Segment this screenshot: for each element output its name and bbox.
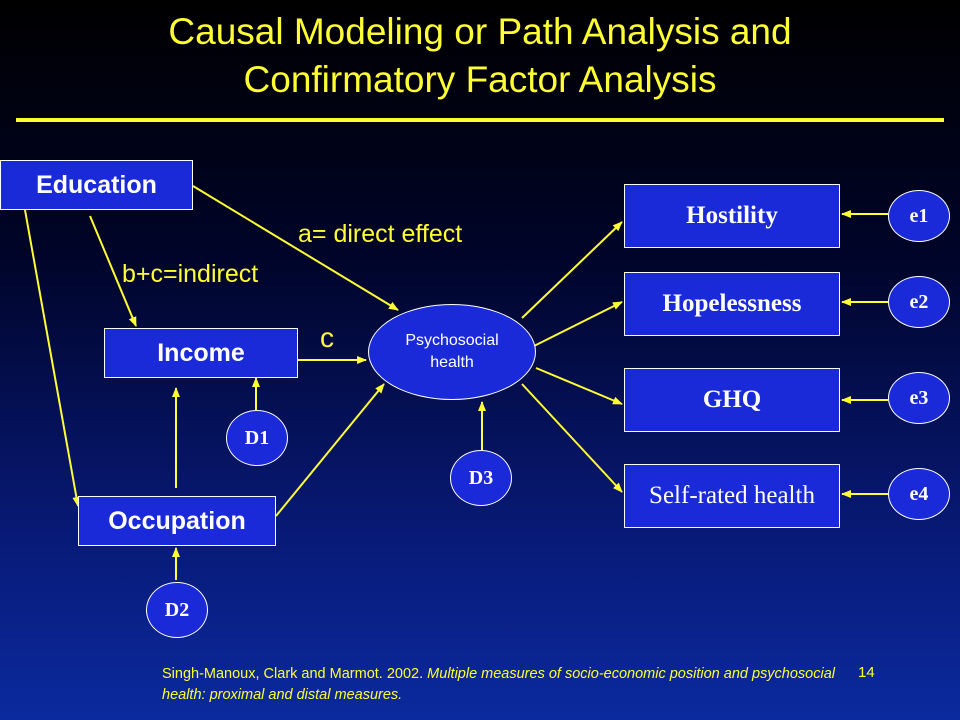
e2-node: e2 [888,276,950,328]
hopelessness-label: Hopelessness [662,290,802,317]
path-c-label: c [320,322,334,353]
income-label: Income [157,338,245,367]
hopelessness-box: Hopelessness [624,272,840,336]
ghq-label: GHQ [702,386,762,413]
psychosocial-label-line1: Psychosocial [405,332,499,349]
e4-label: e4 [909,482,929,505]
income-box: Income [104,328,298,378]
e3-label: e3 [909,386,929,409]
hostility-box: Hostility [624,184,840,248]
title-line-1: Causal Modeling or Path Analysis and [168,11,792,52]
e2-label: e2 [909,290,929,313]
d2-label: D2 [164,598,190,621]
self-rated-health-label: Self-rated health [649,482,815,509]
e1-node: e1 [888,190,950,242]
d2-node: D2 [146,582,208,638]
arrow-occupation-psychosocial [275,383,385,517]
e3-node: e3 [888,372,950,424]
slide-title: Causal Modeling or Path Analysis and Con… [0,8,960,104]
d1-node: D1 [226,410,288,466]
self-rated-health-box: Self-rated health [624,464,840,528]
arrow-education-occupation [24,209,81,507]
occupation-box: Occupation [78,496,276,546]
e1-label: e1 [909,204,929,227]
occupation-label: Occupation [108,506,246,535]
arrow-psychosocial-hopelessness [533,301,623,347]
citation-authors: Singh-Manoux, Clark and Marmot. 2002. [162,666,424,682]
title-line-2: Confirmatory Factor Analysis [243,59,717,100]
d3-node: D3 [450,450,512,506]
education-label: Education [36,170,157,199]
direct-effect-label: a= direct effect [298,220,463,248]
citation: Singh-Manoux, Clark and Marmot. 2002. Mu… [162,664,842,706]
citation-title: Multiple measures of socio-economic posi… [162,666,835,703]
psychosocial-health-node: Psychosocial health [368,304,536,400]
arrow-education-psychosocial [192,185,399,311]
education-box: Education [0,160,193,210]
arrow-psychosocial-hostility [521,221,623,319]
indirect-effect-label: b+c=indirect [122,260,259,288]
hostility-label: Hostility [686,202,778,229]
title-rule [16,118,944,122]
e4-node: e4 [888,468,950,520]
ghq-box: GHQ [624,368,840,432]
arrow-education-income [89,215,137,327]
arrow-psychosocial-selfrated [521,383,623,493]
d3-label: D3 [468,466,494,489]
d1-label: D1 [244,426,270,449]
psychosocial-label-line2: health [430,354,474,371]
page-number: 14 [858,664,875,681]
arrow-psychosocial-ghq [535,367,623,405]
